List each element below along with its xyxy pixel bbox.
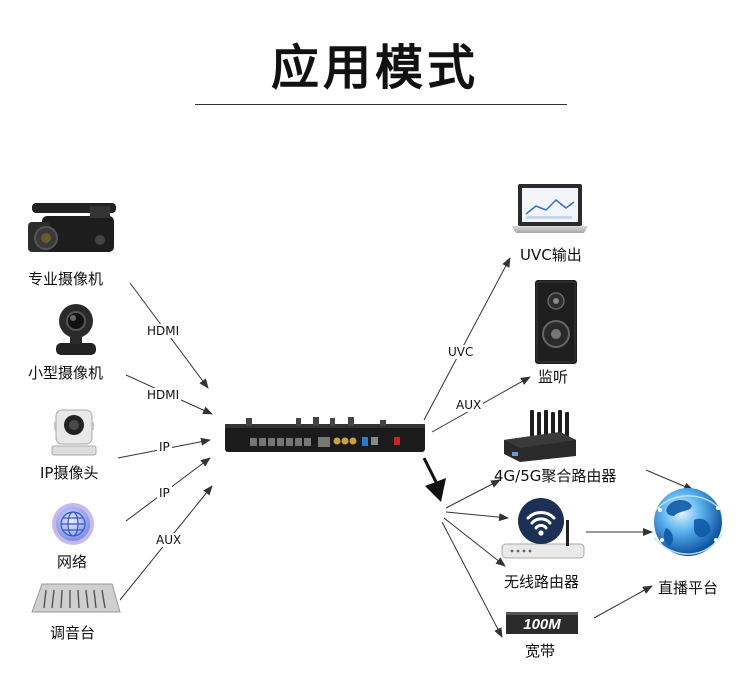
- edge-label-mixer: AUX: [154, 533, 184, 547]
- broadband-badge-text: 100M: [523, 616, 561, 633]
- live-platform-globe-icon: [653, 488, 723, 556]
- label-wireless-router: 无线路由器: [504, 573, 580, 591]
- label-mixer: 调音台: [50, 624, 96, 642]
- label-broadband: 宽带: [525, 642, 556, 660]
- title-divider: [195, 104, 567, 105]
- label-pro-camera: 专业摄像机: [28, 270, 104, 288]
- small-camera-icon: [56, 304, 96, 355]
- label-monitor: 监听: [538, 368, 569, 386]
- link-uvc: [423, 257, 511, 421]
- label-live-platform: 直播平台: [658, 579, 719, 597]
- wireless-router-icon: [501, 498, 585, 559]
- link-router-4g5g: [445, 479, 501, 509]
- label-small-camera: 小型摄像机: [28, 364, 104, 382]
- link-4g5g-platform: [645, 469, 694, 491]
- router-4g5g-icon: [504, 410, 576, 462]
- flow-arrow: [422, 457, 446, 502]
- edge-label-network: IP: [157, 486, 172, 500]
- edge-label-ip-camera: IP: [157, 440, 172, 454]
- central-device: [225, 417, 425, 452]
- edge-label-pro-camera: HDMI: [145, 324, 182, 338]
- pro-camera-icon: [28, 203, 116, 252]
- network-globe-icon: [52, 503, 94, 545]
- ip-camera-icon: [51, 409, 97, 456]
- edge-label-uvc: UVC: [446, 345, 476, 359]
- edge-label-monitor: AUX: [454, 398, 484, 412]
- broadband-badge: 100M: [506, 612, 578, 634]
- edge-label-small-camera: HDMI: [145, 388, 182, 402]
- label-ip-camera: IP摄像头: [40, 464, 99, 482]
- link-broadband-platform: [593, 585, 653, 619]
- link-broadband: [441, 521, 503, 638]
- speaker-icon: [535, 280, 577, 364]
- link-wireless-router-2: [443, 517, 506, 567]
- label-uvc-output: UVC输出: [520, 246, 582, 264]
- label-router-4g5g: 4G/5G聚合路由器: [494, 467, 617, 485]
- page-title: 应用模式: [270, 40, 479, 96]
- link-wireless-router: [445, 511, 509, 522]
- laptop-icon: [512, 184, 588, 233]
- label-network: 网络: [57, 553, 88, 571]
- mixer-console-icon: [31, 583, 121, 613]
